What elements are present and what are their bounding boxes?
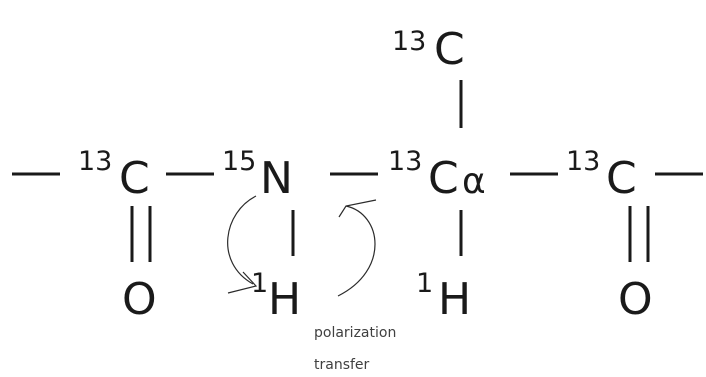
hydrogen-alpha-element: H — [438, 274, 471, 325]
atom-hydrogen-on-alpha-carbon: 1 H — [416, 268, 471, 325]
atom-hydrogen-on-nitrogen: 1 H — [251, 268, 301, 325]
hydrogen-n-element: H — [268, 274, 301, 325]
alpha-carbon-element: C — [428, 153, 459, 204]
methyl-carbon-element: C — [434, 24, 465, 75]
carbonyl-carbon-right-element: C — [606, 153, 637, 204]
alpha-carbon-subscript: α — [462, 161, 486, 202]
atom-carbonyl-carbon-left: 13 C — [78, 146, 150, 204]
alpha-carbon-isotope: 13 — [388, 146, 422, 177]
atom-carbonyl-carbon-right: 13 C — [566, 146, 637, 204]
carbonyl-carbon-left-isotope: 13 — [78, 146, 112, 177]
atom-alpha-carbon: 13 C α — [388, 146, 486, 204]
polarization-transfer-label-line1: polarization — [314, 325, 396, 341]
hydrogen-n-isotope: 1 — [251, 268, 268, 299]
carbonyl-carbon-right-isotope: 13 — [566, 146, 600, 177]
methyl-carbon-isotope: 13 — [392, 26, 426, 57]
atom-amide-nitrogen: 15 N — [222, 146, 293, 204]
arrowhead-at-hydrogen — [227, 271, 258, 294]
curved-arrow-hydrogen-to-nitrogen — [337, 205, 376, 297]
amide-nitrogen-isotope: 15 — [222, 146, 256, 177]
arrowhead-at-nitrogen — [338, 199, 377, 218]
atom-oxygen-left: O — [122, 274, 157, 325]
atom-oxygen-right: O — [618, 274, 653, 325]
curved-arrow-nitrogen-to-hydrogen — [227, 195, 257, 285]
atom-methyl-carbon: 13 C — [392, 24, 465, 75]
amide-nitrogen-element: N — [260, 153, 293, 204]
hydrogen-alpha-isotope: 1 — [416, 268, 433, 299]
carbonyl-carbon-left-element: C — [119, 153, 150, 204]
polarization-transfer-label-line2: transfer — [314, 357, 370, 373]
